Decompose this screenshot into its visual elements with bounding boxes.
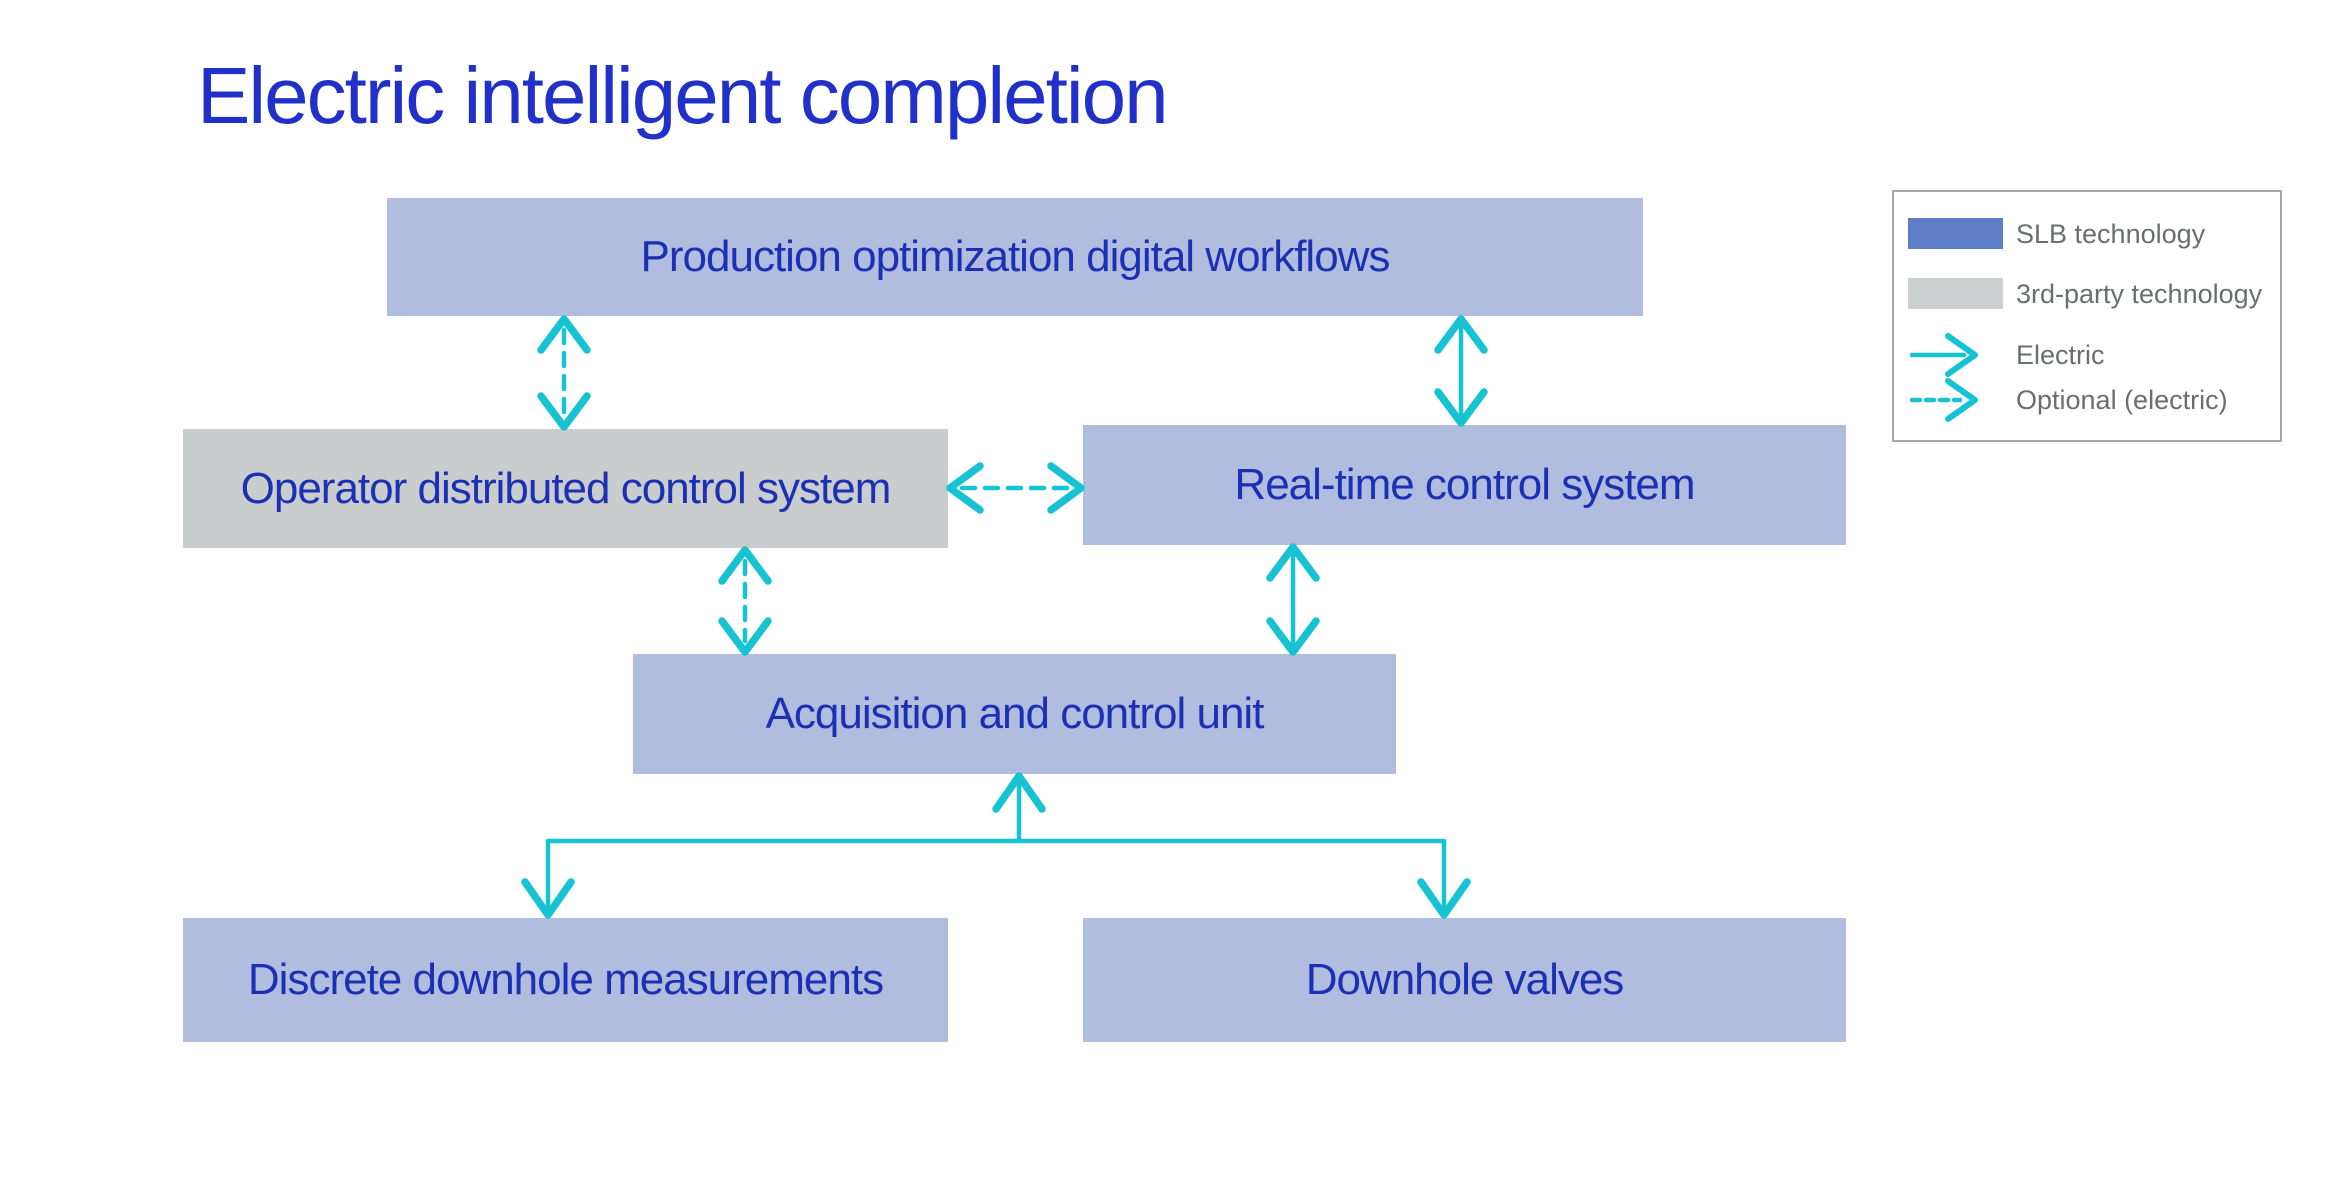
slb-blue-swatch bbox=[1908, 218, 2003, 249]
page-title: Electric intelligent completion bbox=[197, 51, 1169, 140]
electric-arrow-icon bbox=[1910, 333, 1978, 377]
legend-label-slb-technology: SLB technology bbox=[2016, 219, 2206, 249]
diagram-box-label: Production optimization digital workflow… bbox=[640, 232, 1391, 281]
edge-workflows-rtcs-electric-arrow bbox=[1434, 315, 1488, 427]
diagram-box-label: Acquisition and control unit bbox=[765, 689, 1265, 738]
diagram-box-downhole-valves: Downhole valves bbox=[1083, 918, 1846, 1042]
diagram-box-label: Downhole valves bbox=[1305, 955, 1625, 1004]
edge-rtcs-acu-electric-arrow bbox=[1266, 543, 1320, 656]
diagram-box-discrete-downhole-measurements: Discrete downhole measurements bbox=[183, 918, 948, 1042]
third-party-gray-swatch bbox=[1908, 278, 2003, 309]
edge-dcs-acu-optional-arrow bbox=[718, 546, 772, 656]
edge-workflows-dcs-optional-arrow bbox=[537, 315, 591, 431]
diagram-box-real-time-control: Real-time control system bbox=[1083, 425, 1846, 545]
legend-label-electric: Electric bbox=[2016, 340, 2105, 370]
legend-panel: SLB technology 3rd-party technology Elec… bbox=[1892, 190, 2282, 442]
diagram-box-label: Real-time control system bbox=[1234, 460, 1695, 509]
legend-label-third-party-technology: 3rd-party technology bbox=[2016, 279, 2263, 309]
edge-acu-downhole-branch-arrow bbox=[521, 772, 1471, 919]
diagram-box-operator-dcs: Operator distributed control system bbox=[183, 429, 948, 548]
diagram-box-acquisition-control-unit: Acquisition and control unit bbox=[633, 654, 1396, 774]
diagram-box-production-workflows: Production optimization digital workflow… bbox=[387, 198, 1643, 316]
diagram-box-label: Discrete downhole measurements bbox=[247, 955, 884, 1004]
optional-electric-arrow-icon bbox=[1910, 378, 1978, 422]
edge-dcs-rtcs-optional-arrow bbox=[946, 462, 1085, 514]
diagram-box-label: Operator distributed control system bbox=[240, 463, 892, 513]
legend-label-optional-electric: Optional (electric) bbox=[2016, 385, 2228, 415]
